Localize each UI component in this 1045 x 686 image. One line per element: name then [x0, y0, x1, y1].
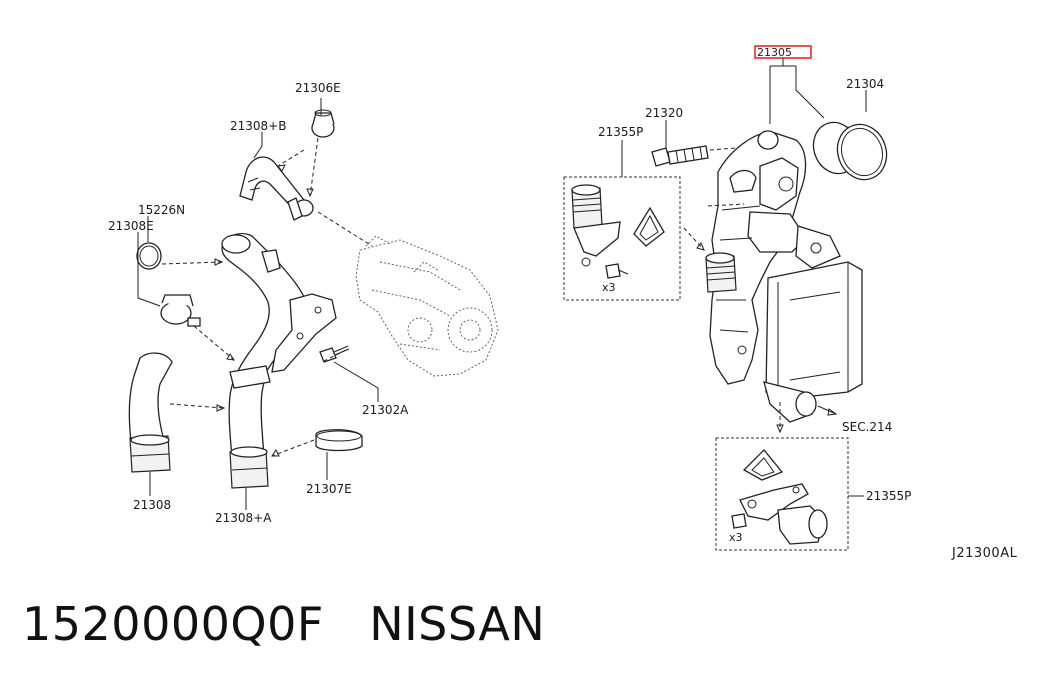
part-number: 1520000Q0F — [22, 597, 324, 651]
label-sec-214: SEC.214 — [842, 420, 892, 434]
oil-cooler-housing-21305 — [705, 130, 863, 423]
label-21308: 21308 — [133, 498, 171, 512]
label-qty-bottom: x3 — [729, 531, 743, 544]
label-qty-top: x3 — [602, 281, 616, 294]
label-21304: 21304 — [846, 77, 884, 91]
clamp-21306E — [311, 109, 335, 138]
label-21306E: 21306E — [295, 81, 341, 95]
label-21355P-top: 21355P — [598, 125, 643, 139]
gasket-21304 — [812, 121, 888, 181]
brand-name: NISSAN — [369, 597, 546, 651]
label-15226N: 15226N — [138, 203, 185, 217]
label-21307E: 21307E — [306, 482, 352, 496]
thermostat-kit-bottom — [731, 449, 828, 545]
label-21305: 21305 — [757, 46, 792, 59]
label-21320: 21320 — [645, 106, 683, 120]
thermostat-kit-top — [571, 184, 665, 279]
label-21308A: 21308+A — [215, 511, 272, 525]
clamp-21308E — [160, 294, 201, 327]
label-21308E: 21308E — [108, 219, 154, 233]
part-caption: 1520000Q0F NISSAN — [22, 597, 545, 651]
label-21355P-bottom: 21355P — [866, 489, 911, 503]
bolt-21320 — [651, 145, 709, 167]
kit-box-21355P-bottom — [715, 437, 849, 551]
label-21308B: 21308+B — [230, 119, 286, 133]
bolt-21302A — [319, 345, 350, 363]
diagram-reference-code: J21300AL — [951, 546, 1018, 561]
hose-assembly-21308A — [221, 233, 337, 489]
hose-21308 — [128, 352, 173, 473]
clamp-21307E — [315, 429, 363, 452]
seal-ring-15226N — [136, 242, 162, 270]
label-21302A: 21302A — [362, 403, 409, 417]
engine-block-ghost — [355, 235, 499, 377]
hose-21308B — [239, 156, 314, 221]
